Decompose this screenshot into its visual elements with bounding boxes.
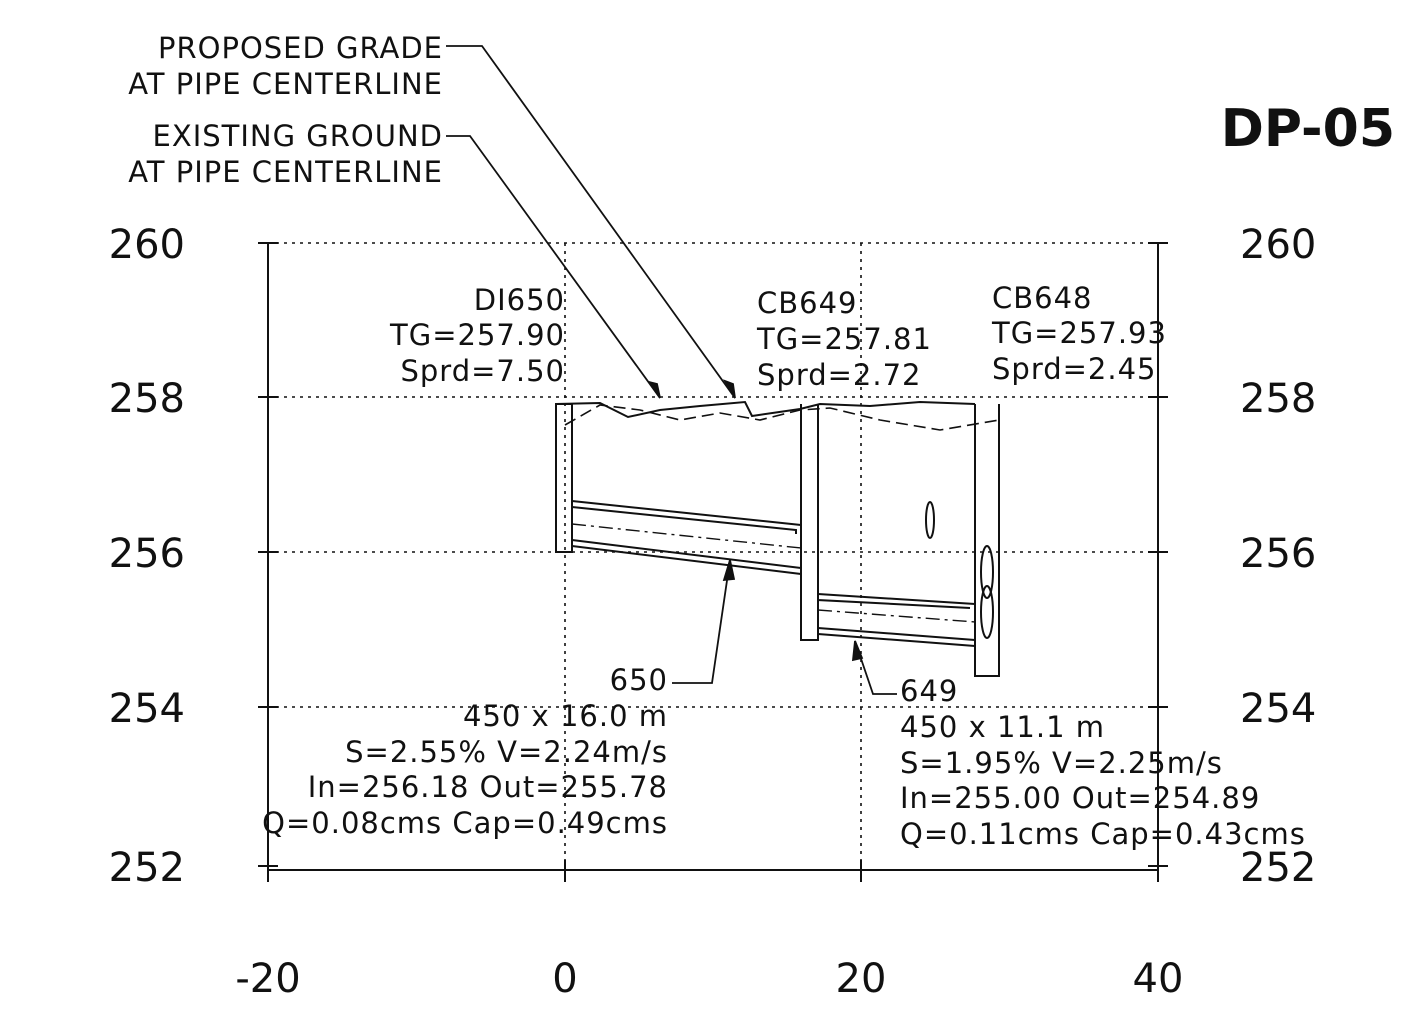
y-tick-left: 256 [109, 531, 185, 577]
arrowhead-icon [722, 559, 736, 582]
profile-frame [258, 242, 1168, 882]
structure-di650 [555, 403, 573, 553]
arrowhead-icon [646, 380, 661, 399]
existing-ground-label: EXISTING GROUND [153, 119, 444, 153]
y-tick-labels-right: 260 258 256 254 252 [1240, 222, 1316, 891]
hgl-649 [817, 609, 976, 623]
y-tick-left: 258 [109, 376, 185, 422]
pipe-leaders [672, 559, 897, 695]
structure-name: DI650 [474, 283, 565, 317]
arrowhead-icon [851, 640, 864, 662]
pipe-inverts: In=256.18 Out=255.78 [308, 770, 668, 804]
drawing-title: DP-05 [1221, 99, 1395, 159]
structure-cb648 [974, 404, 1000, 677]
pipe-flow: Q=0.11cms Cap=0.43cms [900, 817, 1306, 851]
pipe-id: 649 [900, 674, 958, 708]
x-tick: 0 [552, 956, 577, 1002]
arrowhead-icon [722, 379, 736, 399]
pipe-650-invert-inner [571, 545, 802, 575]
y-tick-right: 260 [1240, 222, 1316, 268]
structure-tg: TG=257.90 [389, 318, 565, 352]
structure-sprd: Sprd=7.50 [400, 354, 565, 388]
pipe-flow: Q=0.08cms Cap=0.49cms [262, 806, 668, 840]
proposed-grade-label: PROPOSED GRADE [158, 31, 443, 65]
structure-tg: TG=257.81 [756, 322, 932, 356]
y-tick-labels-left: 260 258 256 254 252 [109, 222, 185, 891]
pipe-649-labels: 649 450 x 11.1 m S=1.95% V=2.25m/s In=25… [900, 674, 1306, 851]
pipe-inverts: In=255.00 Out=254.89 [900, 781, 1260, 815]
y-tick-right: 252 [1240, 845, 1316, 891]
pipe-649-crown [817, 593, 976, 605]
pipe-649-crown-inner [817, 588, 971, 609]
pipe-id: 650 [610, 663, 668, 697]
callout-labels: PROPOSED GRADE AT PIPE CENTERLINE EXISTI… [128, 31, 444, 189]
profile-geometry [555, 400, 1000, 677]
existing-ground-line [564, 404, 1000, 431]
structure-cb649 [800, 404, 819, 641]
pipe-size: 450 x 16.0 m [463, 699, 668, 733]
structure-name: CB648 [992, 281, 1093, 315]
hgl-650 [571, 523, 802, 549]
pipe-slope-velocity: S=2.55% V=2.24m/s [345, 735, 668, 769]
pipe-slope-velocity: S=1.95% V=2.25m/s [900, 746, 1223, 780]
structure-name: CB649 [757, 286, 858, 320]
pipe-650-crown [571, 500, 802, 526]
y-tick-right: 256 [1240, 531, 1316, 577]
proposed-grade-label: AT PIPE CENTERLINE [128, 67, 443, 101]
x-tick: 20 [836, 956, 887, 1002]
y-tick-left: 254 [109, 686, 185, 732]
x-tick: -20 [235, 956, 300, 1002]
pipe-650-crown-inner [571, 506, 797, 534]
marker-ellipse [980, 585, 994, 639]
leader-lines [446, 45, 736, 399]
pipe-649-invert [817, 627, 976, 641]
marker-ellipse [980, 545, 994, 599]
proposed-grade-line [555, 400, 976, 419]
pipe-650-invert [571, 539, 802, 640]
y-tick-left: 252 [109, 845, 185, 891]
pipe-650-labels: 650 450 x 16.0 m S=2.55% V=2.24m/s In=25… [262, 663, 668, 840]
y-tick-left: 260 [109, 222, 185, 268]
y-tick-right: 258 [1240, 376, 1316, 422]
y-tick-right: 254 [1240, 686, 1316, 732]
structure-sprd: Sprd=2.72 [757, 358, 922, 392]
existing-ground-leader [446, 135, 661, 399]
pipe-650-leader [672, 559, 731, 684]
structure-labels: DI650 TG=257.90 Sprd=7.50 CB649 TG=257.8… [389, 281, 1167, 392]
pipe-649-invert-inner [817, 633, 976, 647]
structure-sprd: Sprd=2.45 [992, 352, 1157, 386]
marker-ellipse [925, 501, 935, 539]
existing-ground-label: AT PIPE CENTERLINE [128, 155, 443, 189]
pipe-size: 450 x 11.1 m [900, 710, 1105, 744]
x-tick: 40 [1133, 956, 1184, 1002]
proposed-grade-leader [446, 45, 736, 399]
structure-tg: TG=257.93 [991, 316, 1167, 350]
profile-grid [268, 242, 1158, 870]
x-tick-labels: -20 0 20 40 [235, 956, 1183, 1002]
